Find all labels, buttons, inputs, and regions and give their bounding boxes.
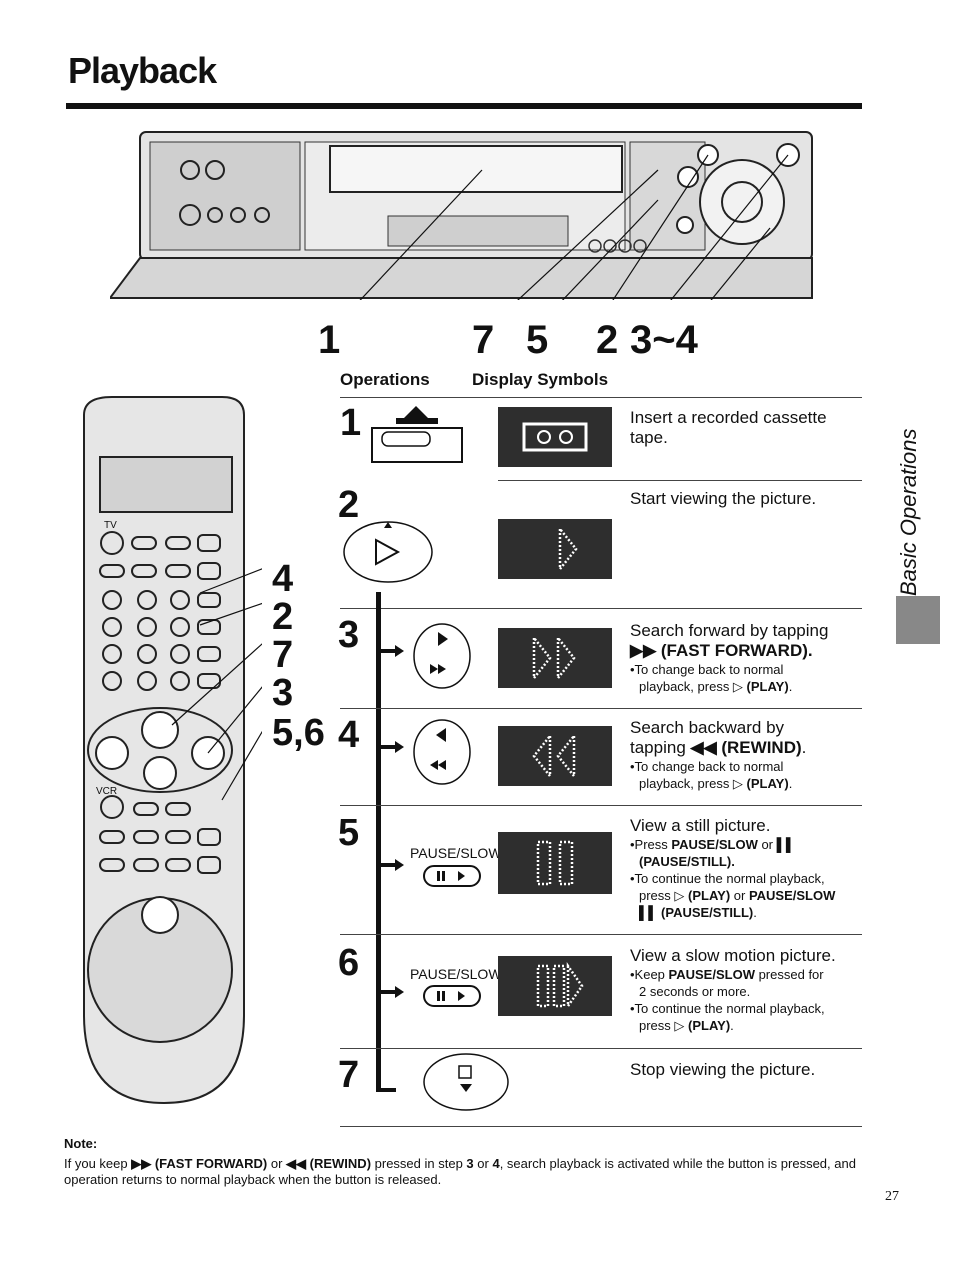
- step-4-line-1: Search backward by: [630, 718, 785, 737]
- pause-slow-button-icon[interactable]: [420, 862, 484, 890]
- step-3-note-line-1: •To change back to normal: [630, 662, 784, 677]
- step-4-line-2: tapping ◀◀ (REWIND).: [630, 738, 807, 757]
- pause-slow-button-icon[interactable]: [420, 982, 484, 1010]
- display-symbols-heading: Display Symbols: [472, 370, 609, 389]
- remote-tv-label: TV: [104, 520, 117, 531]
- step-5-note-line-4: press ▷ (PLAY) or PAUSE/SLOW: [639, 888, 836, 903]
- remote-callout: 4: [272, 558, 294, 600]
- step-divider: [340, 708, 862, 709]
- display-slow-symbol: [498, 956, 612, 1016]
- remote-callout: 3: [272, 672, 294, 714]
- bracket-arrow-shaft: [376, 990, 396, 994]
- step-6-note-line-2: 2 seconds or more.: [639, 984, 751, 999]
- bracket-arrow-shaft: [376, 1088, 396, 1092]
- play-button-icon[interactable]: [338, 516, 438, 586]
- page-title: Playback: [68, 50, 217, 91]
- display-rewind-symbol: [498, 726, 612, 786]
- remote-vcr-label: VCR: [96, 786, 118, 797]
- bracket-arrow-head: [395, 986, 404, 998]
- step-4-note-line-1: •To change back to normal: [630, 759, 784, 774]
- step-divider: [498, 480, 862, 481]
- step-number: 4: [338, 714, 360, 756]
- vcr-callout: 1: [318, 318, 341, 362]
- bracket-arrow-head: [395, 859, 404, 871]
- step-5-note-line-1: •Press PAUSE/SLOW or ▌▌: [630, 837, 796, 852]
- step-number: 5: [338, 812, 360, 854]
- note-heading: Note:: [64, 1136, 98, 1151]
- display-play-symbol: [498, 519, 612, 579]
- note-body: If you keep ▶▶ (FAST FORWARD) or ◀◀ (REW…: [64, 1156, 856, 1187]
- step-6-note: •Keep PAUSE/SLOW pressed for 2 seconds o…: [630, 966, 860, 1034]
- step-5-note-line-5: ▌▌ (PAUSE/STILL).: [639, 905, 757, 920]
- pause-slow-label: PAUSE/SLOW: [410, 845, 502, 861]
- step-divider: [340, 934, 862, 935]
- step-7-description: Stop viewing the picture.: [630, 1060, 816, 1079]
- page-number: 27: [885, 1189, 899, 1204]
- vcr-callout: 5: [526, 318, 549, 362]
- step-3-note-line-2: playback, press ▷ (PLAY).: [639, 679, 793, 694]
- step-3-line-1: Search forward by tapping: [630, 621, 829, 640]
- step-4-note: •To change back to normal playback, pres…: [630, 758, 860, 792]
- step-3-line-2: ▶▶ (FAST FORWARD).: [630, 641, 813, 660]
- step-5-note-line-2: (PAUSE/STILL).: [639, 854, 735, 869]
- vcr-callout: 2: [596, 318, 619, 362]
- step-5-note: •Press PAUSE/SLOW or ▌▌ (PAUSE/STILL). •…: [630, 836, 860, 921]
- step-number: 3: [338, 614, 360, 656]
- bracket-arrow-shaft: [376, 863, 396, 867]
- steps-bracket-line: [376, 592, 381, 1092]
- display-cassette-symbol: [498, 407, 612, 467]
- rewind-button-icon[interactable]: [408, 714, 476, 790]
- step-2-description: Start viewing the picture.: [630, 489, 817, 508]
- step-6-note-line-3: •To continue the normal playback,: [630, 1001, 825, 1016]
- bracket-arrow-head: [395, 645, 404, 657]
- step-6-note-line-4: press ▷ (PLAY).: [639, 1018, 734, 1033]
- cassette-insert-icon: [371, 406, 463, 463]
- step-number: 6: [338, 942, 360, 984]
- step-number: 7: [338, 1054, 360, 1096]
- pause-slow-label: PAUSE/SLOW: [410, 966, 502, 982]
- stop-button-icon[interactable]: [420, 1050, 516, 1122]
- bracket-arrow-shaft: [376, 649, 396, 653]
- step-1-description: Insert a recorded cassette tape.: [630, 408, 827, 447]
- step-divider: [340, 1048, 862, 1049]
- step-divider: [340, 608, 862, 609]
- step-number: 1: [340, 402, 362, 444]
- step-3-note: •To change back to normal playback, pres…: [630, 661, 860, 695]
- remote-callout: 7: [272, 634, 294, 676]
- step-divider: [340, 805, 862, 806]
- remote-illustration: [83, 396, 262, 1105]
- vcr-callout: 7: [472, 318, 495, 362]
- bracket-arrow-shaft: [376, 745, 396, 749]
- step-number: 2: [338, 484, 360, 526]
- step-4-note-line-2: playback, press ▷ (PLAY).: [639, 776, 793, 791]
- side-tab-text: Basic Operations: [896, 428, 921, 596]
- step-6-description: View a slow motion picture.: [630, 946, 836, 965]
- step-6-note-line-1: •Keep PAUSE/SLOW pressed for: [630, 967, 824, 982]
- side-tab-marker: [896, 596, 940, 644]
- remote-callout: 5,6: [272, 712, 325, 754]
- title-rule: [66, 103, 862, 109]
- step-3-description: Search forward by tapping ▶▶ (FAST FORWA…: [630, 621, 860, 661]
- step-5-description: View a still picture.: [630, 816, 771, 835]
- bracket-arrow-head: [395, 741, 404, 753]
- step-4-description: Search backward by tapping ◀◀ (REWIND).: [630, 718, 860, 758]
- remote-callout: 2: [272, 596, 294, 638]
- step-divider: [340, 1126, 862, 1127]
- vcr-callout: 3~4: [630, 318, 698, 362]
- side-tab-label: Basic Operations: [896, 428, 921, 596]
- operations-heading: Operations: [340, 370, 430, 389]
- step-5-note-line-3: •To continue the normal playback,: [630, 871, 825, 886]
- vcr-illustration: [110, 131, 813, 300]
- display-pause-symbol: [498, 832, 612, 894]
- fast-forward-button-icon[interactable]: [408, 618, 476, 694]
- display-fast-forward-symbol: [498, 628, 612, 688]
- header-rule: [340, 397, 862, 398]
